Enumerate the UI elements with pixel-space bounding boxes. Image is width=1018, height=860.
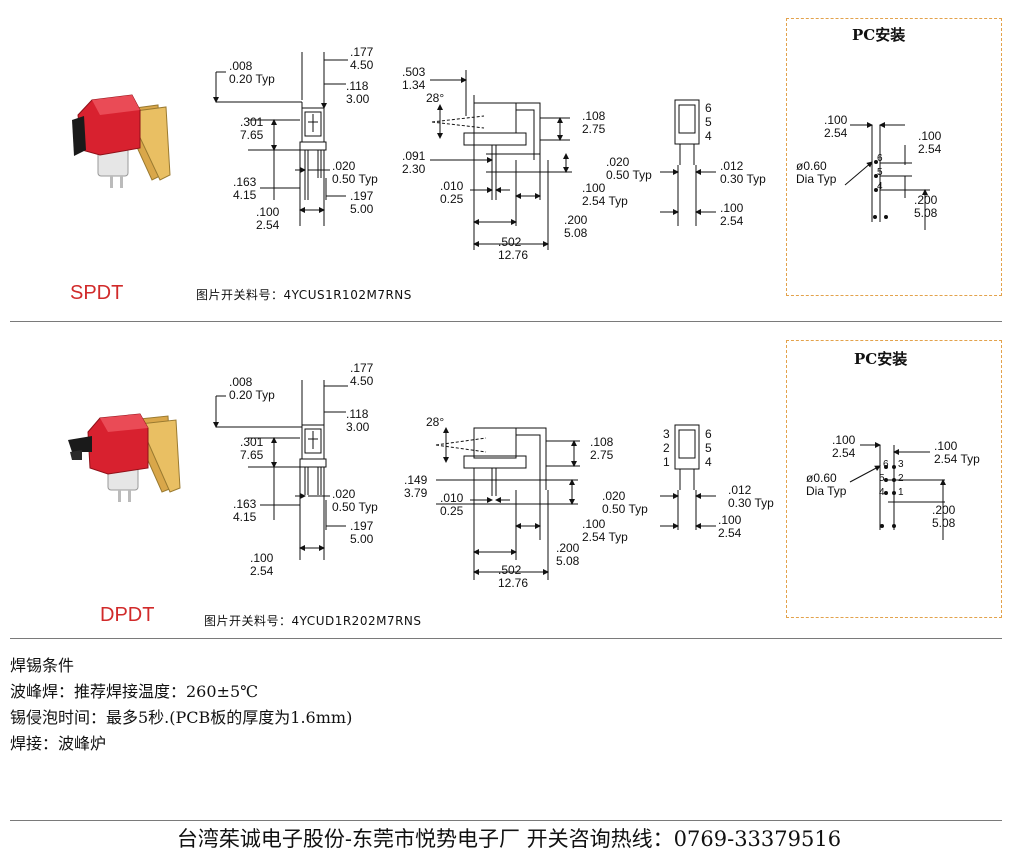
soldering-notes: 焊锡条件 波峰焊：推荐焊接温度：260±5℃ 锡侵泡时间：最多5秒.(PCB板的…: [10, 653, 352, 757]
pin-label: 5: [877, 167, 883, 178]
dim-label: .100 2.54: [718, 513, 742, 540]
dim-label: .020 0.50 Typ: [332, 159, 378, 186]
pin-label: 2: [898, 473, 904, 484]
pin-label: 4: [705, 129, 712, 143]
pin-label: 3: [663, 427, 670, 441]
dpdt-pin-view: [660, 424, 716, 530]
notes-line: 锡侵泡时间：最多5秒.(PCB板的厚度为1.6mm): [10, 708, 353, 727]
dim-label: .020 0.50 Typ: [602, 489, 648, 516]
spdt-front-view: [430, 70, 572, 250]
dim-label: .502 12.76: [498, 563, 529, 590]
footer-contact: 台湾茱诚电子股份-东莞市悦势电子厂 开关咨询热线：0769-33379516: [176, 827, 842, 851]
dim-label: .100 2.54 Typ: [934, 439, 980, 466]
pin-label: 6: [877, 153, 883, 164]
dim-label: .100 2.54: [720, 201, 744, 228]
dim-label: .010 0.25: [440, 179, 464, 206]
dim-label: .163 4.15: [233, 497, 257, 524]
pin-label: 4: [705, 455, 712, 469]
dim-label: .118 3.00: [346, 407, 370, 434]
dim-label: .100 2.54 Typ: [582, 517, 628, 544]
spdt-switch-photo: [72, 94, 171, 188]
dpdt-variant-label: DPDT: [100, 604, 155, 626]
section-divider: [10, 638, 1002, 639]
dim-label: .008 0.20 Typ: [229, 375, 275, 402]
dpdt-pc-mount-box: [786, 340, 1002, 618]
dim-label: .108 2.75: [582, 109, 606, 136]
notes-heading: 焊锡条件: [10, 656, 75, 675]
dim-label: .200 5.08: [914, 193, 938, 220]
pin-label: 4: [879, 487, 885, 498]
pin-label: 6: [883, 459, 889, 470]
pin-label: 1: [898, 487, 904, 498]
spdt-pc-title: PC安装: [852, 26, 906, 44]
dim-label: .163 4.15: [233, 175, 257, 202]
dim-label: .012 0.30 Typ: [720, 159, 766, 186]
dpdt-side-view: [213, 380, 348, 560]
pin-label: 5: [705, 441, 712, 455]
spdt-pin-view: [660, 99, 716, 226]
dim-label: .197 5.00: [350, 519, 374, 546]
pin-label: 6: [705, 101, 712, 115]
dim-label: .008 0.20 Typ: [229, 59, 275, 86]
dpdt-part-number: 图片开关料号：4YCUD1R202M7RNS: [204, 614, 422, 628]
pin-label: 5: [879, 473, 885, 484]
dim-label: .118 3.00: [346, 79, 370, 106]
dpdt-pc-layout: [849, 442, 946, 540]
dim-label: .100 2.54: [918, 129, 942, 156]
dim-label: .197 5.00: [350, 189, 374, 216]
dim-label: .020 0.50 Typ: [332, 487, 378, 514]
pin-label: 1: [663, 455, 670, 469]
dim-label: .149 3.79: [404, 473, 428, 500]
dim-label: .301 7.65: [240, 115, 264, 142]
dim-label: 28°: [426, 91, 445, 105]
pin-label: 2: [663, 441, 670, 455]
dim-label: .100 2.54 Typ: [582, 181, 628, 208]
dim-label: ø0.60 Dia Typ: [806, 471, 847, 498]
pin-label: 5: [705, 115, 712, 129]
pin-label: 6: [705, 427, 712, 441]
notes-line: 波峰焊：推荐焊接温度：260±5℃: [10, 682, 259, 701]
dim-label: .020 0.50 Typ: [606, 155, 652, 182]
footer-divider: [10, 820, 1002, 821]
spdt-pc-mount-box: [786, 18, 1002, 296]
dim-label: .177 4.50: [350, 45, 374, 72]
dim-label: .503 1.34: [402, 65, 426, 92]
spdt-pc-layout: [844, 122, 930, 230]
dim-label: .200 5.08: [556, 541, 580, 568]
spdt-side-view: [213, 52, 348, 226]
spdt-variant-label: SPDT: [70, 282, 124, 304]
dpdt-front-view: [435, 427, 580, 580]
pin-label: 3: [898, 459, 904, 470]
dim-label: .301 7.65: [240, 435, 264, 462]
dim-label: .010 0.25: [440, 491, 464, 518]
notes-line: 焊接：波峰炉: [10, 734, 107, 753]
dim-label: .100 2.54: [250, 551, 274, 578]
dim-label: .200 5.08: [564, 213, 588, 240]
dpdt-pc-title: PC安装: [854, 350, 908, 368]
dim-label: .200 5.08: [932, 503, 956, 530]
pin-label: 4: [877, 181, 883, 192]
dim-label: .100 2.54: [256, 205, 280, 232]
dim-label: 28°: [426, 415, 445, 429]
dim-label: .108 2.75: [590, 435, 614, 462]
dim-label: .091 2.30: [402, 149, 426, 176]
dim-label: ø0.60 Dia Typ: [796, 159, 837, 186]
dim-label: .100 2.54: [824, 113, 848, 140]
section-divider: [10, 321, 1002, 322]
dim-label: .502 12.76: [498, 235, 529, 262]
dim-label: .177 4.50: [350, 361, 374, 388]
dpdt-switch-photo: [68, 413, 181, 502]
spdt-part-number: 图片开关料号：4YCUS1R102M7RNS: [196, 288, 412, 302]
dim-label: .012 0.30 Typ: [728, 483, 774, 510]
dim-label: .100 2.54: [832, 433, 856, 460]
